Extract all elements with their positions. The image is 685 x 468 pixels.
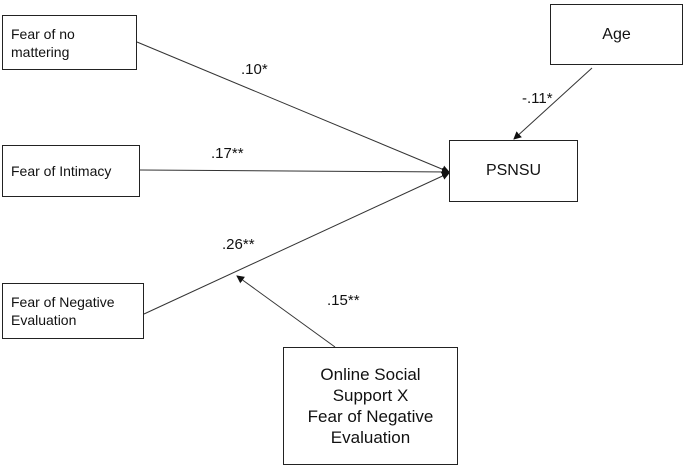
node-label-line: Evaluation	[330, 428, 411, 447]
node-label-line: Evaluation	[11, 312, 77, 328]
node-fear-of-no-mattering: Fear of no mattering	[2, 15, 137, 70]
node-label-line: mattering	[11, 43, 70, 60]
coef-moderator: .15**	[327, 292, 360, 309]
node-label-line: Fear of Negative	[307, 407, 434, 426]
node-age: Age	[550, 4, 683, 65]
node-moderator: Online Social Support X Fear of Negative…	[283, 347, 458, 465]
arrow-intimacy-to-psnsu	[139, 167, 450, 176]
node-fear-of-negative-evaluation: Fear of Negative Evaluation	[2, 283, 144, 339]
coef-negative-eval: .26**	[222, 236, 255, 253]
node-label-line: Support X	[332, 386, 409, 405]
arrow-no-mattering-to-psnsu	[136, 41, 450, 173]
node-label-line: Age	[602, 25, 631, 43]
coef-age: -.11*	[522, 90, 553, 107]
coef-intimacy: .17**	[211, 145, 244, 162]
coef-no-mattering: .10*	[241, 61, 268, 78]
node-label-line: PSNSU	[485, 162, 542, 179]
node-label-line: Online Social	[320, 365, 421, 384]
node-psnsu: PSNSU	[449, 140, 578, 202]
node-label-line: Fear of no	[11, 25, 75, 42]
arrow-moderator-to-path	[236, 275, 336, 348]
node-fear-of-intimacy: Fear of Intimacy	[2, 145, 140, 197]
arrow-negative-eval-to-psnsu	[143, 172, 450, 315]
node-label-line: Fear of Negative	[11, 294, 115, 310]
node-label-line: Fear of Intimacy	[11, 163, 112, 179]
arrow-age-to-psnsu	[513, 67, 593, 140]
